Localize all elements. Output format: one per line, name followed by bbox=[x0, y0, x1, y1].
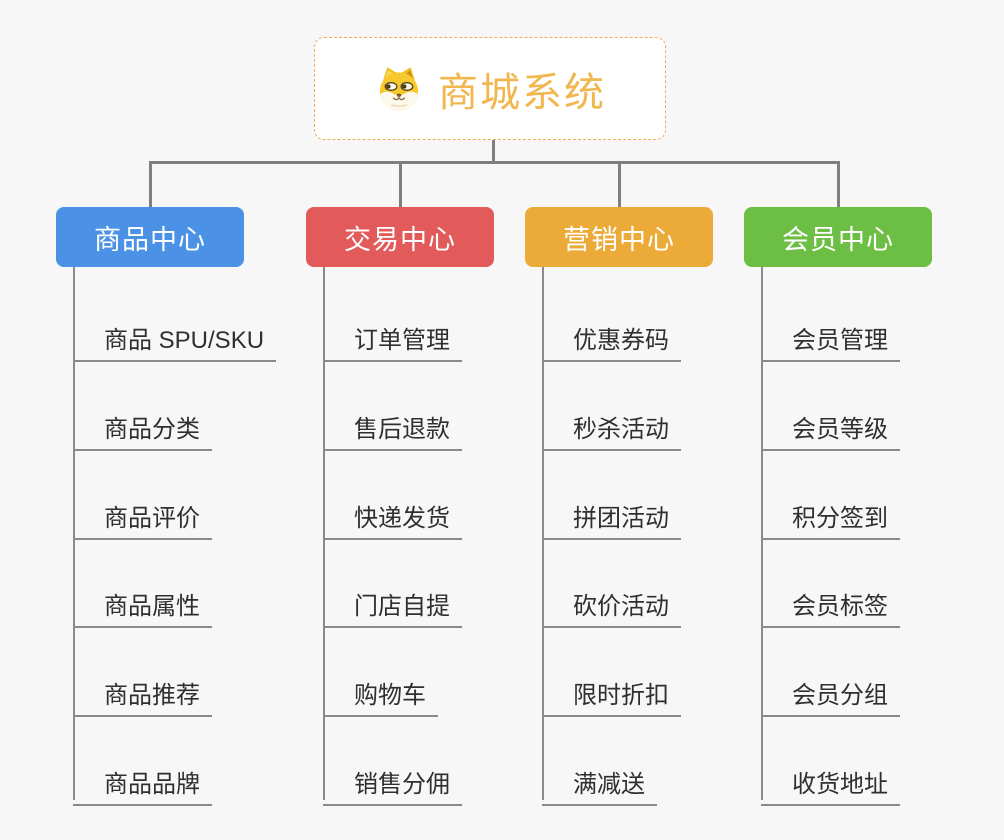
leaf-label: 快递发货 bbox=[354, 505, 450, 533]
leaf-item[interactable]: 秒杀活动 bbox=[542, 398, 681, 451]
branch-header-member[interactable]: 会员中心 bbox=[744, 207, 932, 267]
branch-spine bbox=[323, 267, 325, 800]
branch-header-products[interactable]: 商品中心 bbox=[56, 207, 244, 267]
leaf-label: 商品评价 bbox=[104, 505, 200, 533]
leaf-item[interactable]: 拼团活动 bbox=[542, 487, 681, 540]
leaf-label: 积分签到 bbox=[792, 505, 888, 533]
leaf-item[interactable]: 商品 SPU/SKU bbox=[73, 309, 277, 362]
leaf-item[interactable]: 商品分类 bbox=[73, 398, 212, 451]
leaf-item[interactable]: 售后退款 bbox=[323, 398, 462, 451]
leaf-label: 满减送 bbox=[573, 771, 645, 799]
leaf-item[interactable]: 积分签到 bbox=[761, 487, 900, 540]
leaf-item[interactable]: 商品推荐 bbox=[73, 664, 212, 717]
leaf-label: 商品 SPU/SKU bbox=[104, 327, 265, 355]
branch-header-trade[interactable]: 交易中心 bbox=[306, 207, 494, 267]
leaf-label: 秒杀活动 bbox=[573, 416, 669, 444]
leaf-label: 会员标签 bbox=[792, 593, 888, 621]
connector-rail bbox=[149, 161, 839, 164]
leaf-label: 门店自提 bbox=[354, 593, 450, 621]
leaf-label: 商品分类 bbox=[104, 416, 200, 444]
leaf-label: 优惠券码 bbox=[573, 327, 669, 355]
doge-icon bbox=[379, 66, 419, 111]
leaf-label: 砍价活动 bbox=[573, 593, 669, 621]
branch-spine bbox=[542, 267, 544, 800]
leaf-item[interactable]: 满减送 bbox=[542, 753, 657, 806]
leaf-item[interactable]: 商品属性 bbox=[73, 575, 212, 628]
leaf-label: 购物车 bbox=[354, 682, 426, 710]
leaf-item[interactable]: 会员分组 bbox=[761, 664, 900, 717]
leaf-label: 限时折扣 bbox=[573, 682, 669, 710]
leaf-item[interactable]: 优惠券码 bbox=[542, 309, 681, 362]
branch-spine bbox=[761, 267, 763, 800]
root-node[interactable]: 商城系统 bbox=[314, 37, 666, 140]
leaf-item[interactable]: 收货地址 bbox=[761, 753, 900, 806]
leaf-label: 会员等级 bbox=[792, 416, 888, 444]
branch-marketing: 营销中心 优惠券码 秒杀活动 拼团活动 砍价活动 限时折扣 满减送 bbox=[525, 207, 713, 807]
root-title: 商城系统 bbox=[438, 70, 606, 115]
leaf-label: 售后退款 bbox=[354, 416, 450, 444]
leaf-label: 商品推荐 bbox=[104, 682, 200, 710]
connector-drop-marketing bbox=[618, 161, 621, 207]
leaf-item[interactable]: 砍价活动 bbox=[542, 575, 681, 628]
leaf-item[interactable]: 商品品牌 bbox=[73, 753, 212, 806]
branch-products: 商品中心 商品 SPU/SKU 商品分类 商品评价 商品属性 商品推荐 商品品牌 bbox=[56, 207, 277, 807]
branch-spine bbox=[73, 267, 75, 800]
leaf-item[interactable]: 商品评价 bbox=[73, 487, 212, 540]
connector-root-stub bbox=[492, 139, 495, 163]
leaf-label: 会员分组 bbox=[792, 682, 888, 710]
leaf-item[interactable]: 购物车 bbox=[323, 664, 438, 717]
leaf-item[interactable]: 限时折扣 bbox=[542, 664, 681, 717]
leaf-item[interactable]: 会员等级 bbox=[761, 398, 900, 451]
leaf-label: 收货地址 bbox=[792, 771, 888, 799]
leaf-label: 订单管理 bbox=[354, 327, 450, 355]
branch-member: 会员中心 会员管理 会员等级 积分签到 会员标签 会员分组 收货地址 bbox=[744, 207, 932, 807]
leaf-item[interactable]: 会员标签 bbox=[761, 575, 900, 628]
leaf-label: 会员管理 bbox=[792, 327, 888, 355]
connector-drop-trade bbox=[399, 161, 402, 207]
leaf-label: 商品属性 bbox=[104, 593, 200, 621]
leaf-item[interactable]: 会员管理 bbox=[761, 309, 900, 362]
leaf-label: 商品品牌 bbox=[104, 771, 200, 799]
leaf-item[interactable]: 门店自提 bbox=[323, 575, 462, 628]
leaf-label: 销售分佣 bbox=[354, 771, 450, 799]
connector-drop-products bbox=[149, 161, 152, 207]
connector-drop-member bbox=[837, 161, 840, 207]
leaf-item[interactable]: 快递发货 bbox=[323, 487, 462, 540]
leaf-item[interactable]: 订单管理 bbox=[323, 309, 462, 362]
leaf-item[interactable]: 销售分佣 bbox=[323, 753, 462, 806]
branch-trade: 交易中心 订单管理 售后退款 快递发货 门店自提 购物车 销售分佣 bbox=[306, 207, 494, 807]
branch-header-marketing[interactable]: 营销中心 bbox=[525, 207, 713, 267]
leaf-label: 拼团活动 bbox=[573, 505, 669, 533]
